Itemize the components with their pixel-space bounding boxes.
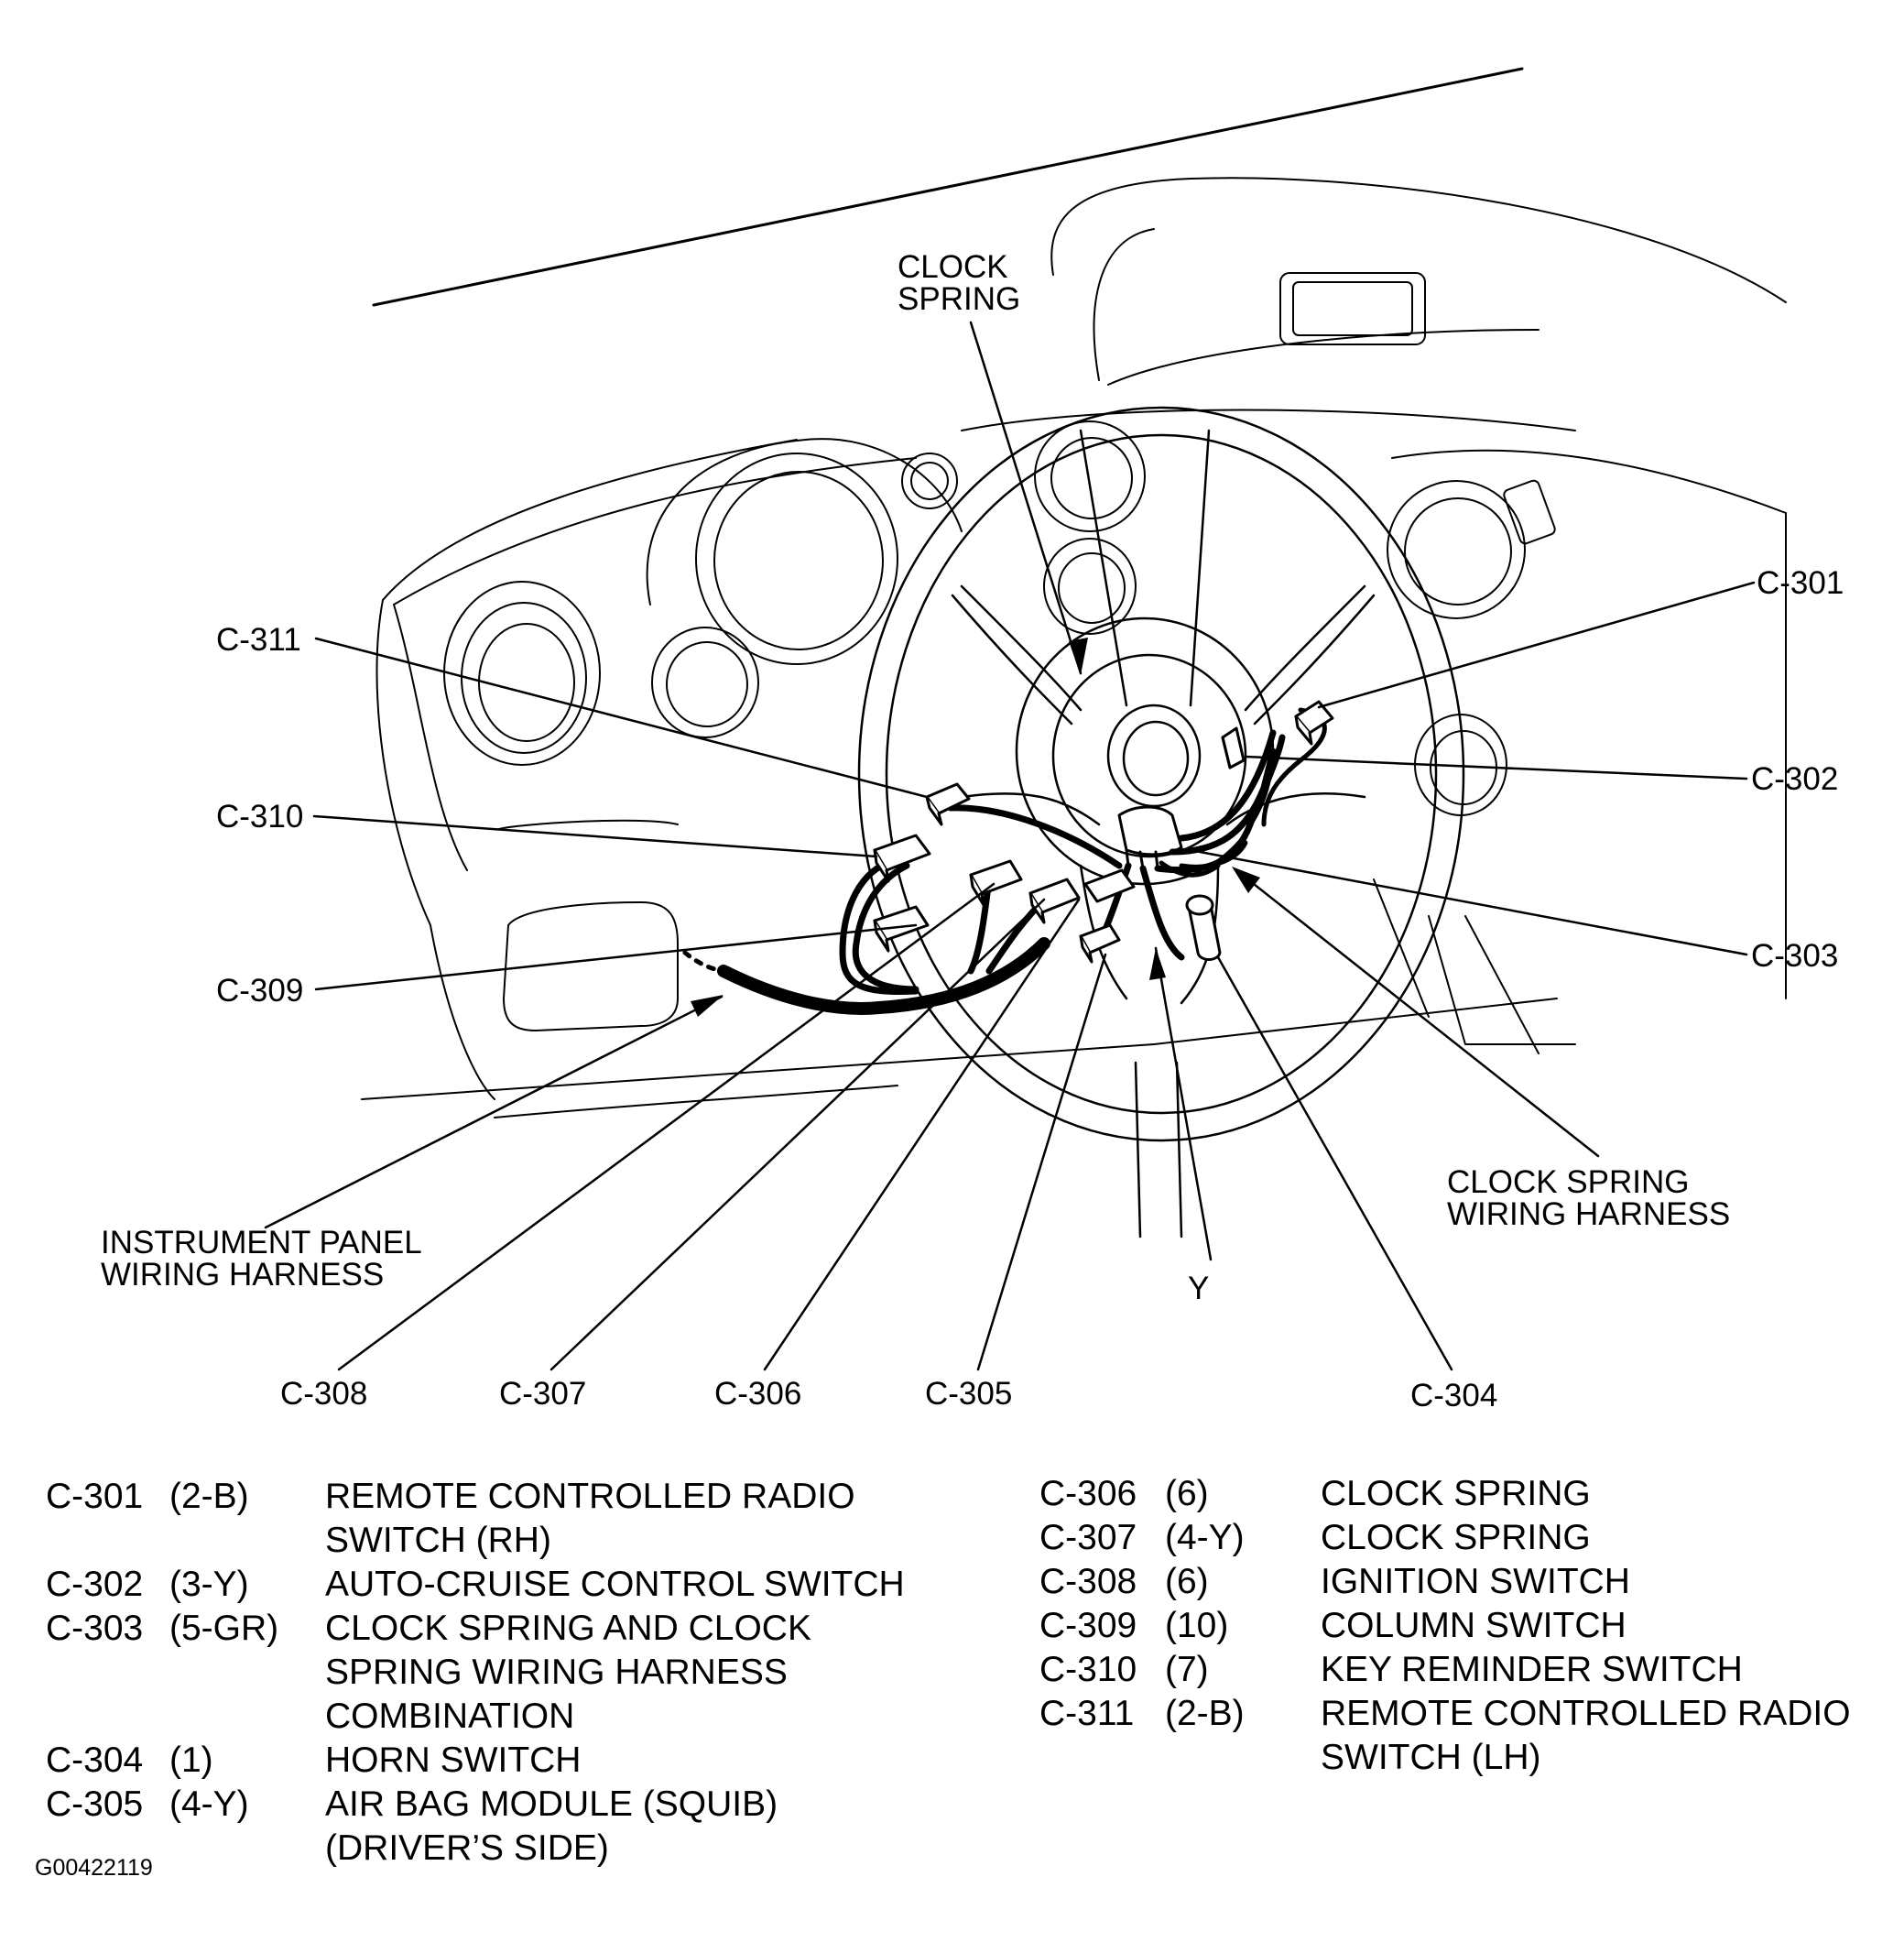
legend-pin: (7) — [1165, 1650, 1209, 1689]
connector-c310 — [873, 834, 931, 883]
callout-y: Y — [1188, 1271, 1209, 1306]
legend-row-c306: C-306 (6) CLOCK SPRING — [1039, 1472, 1900, 1516]
connector-c305 — [1079, 923, 1121, 964]
legend-pin: (6) — [1165, 1474, 1209, 1513]
legend-code: C-310 — [1039, 1650, 1137, 1689]
right-gauge — [1387, 479, 1556, 619]
connector-c309 — [873, 905, 930, 953]
legend-pin: (4-Y) — [169, 1784, 249, 1824]
connector-c302 — [1221, 726, 1246, 769]
callout-c302: C-302 — [1751, 761, 1838, 797]
instrument-cluster — [646, 420, 1146, 738]
legend-pin: (4-Y) — [1165, 1518, 1245, 1557]
legend-row-c307: C-307 (4-Y) CLOCK SPRING — [1039, 1516, 1900, 1560]
legend-pin: (10) — [1165, 1606, 1229, 1645]
legend-desc: COLUMN SWITCH — [1321, 1606, 1627, 1645]
dashboard-outline — [361, 409, 1787, 1118]
legend-desc: KEY REMINDER SWITCH — [1321, 1650, 1743, 1689]
legend-code: C-308 — [1039, 1562, 1137, 1601]
legend-row-c309: C-309 (10) COLUMN SWITCH — [1039, 1604, 1900, 1648]
legend-pin: (2-B) — [169, 1477, 249, 1516]
callout-clock-spring-2: SPRING — [898, 281, 1020, 317]
connector-legend-right: C-306 (6) CLOCK SPRING C-307 (4-Y) CLOCK… — [1039, 1472, 1900, 1780]
callout-cs-harness-1: CLOCK SPRING — [1447, 1164, 1690, 1200]
steering-wheel — [857, 406, 1465, 1238]
callout-ip-harness-1: INSTRUMENT PANEL — [101, 1225, 422, 1260]
callout-c301: C-301 — [1757, 565, 1844, 601]
legend-pin: (1) — [169, 1740, 213, 1780]
callout-c307: C-307 — [499, 1376, 586, 1412]
callout-c309: C-309 — [216, 973, 303, 1009]
legend-code: C-309 — [1039, 1606, 1137, 1645]
legend-desc: IGNITION SWITCH — [1321, 1562, 1630, 1601]
callout-c304: C-304 — [1410, 1378, 1497, 1413]
windshield-edge — [372, 67, 1524, 307]
callout-c308: C-308 — [280, 1376, 367, 1412]
legend-row-c302: C-302 (3-Y) AUTO-CRUISE CONTROL SWITCH — [46, 1563, 998, 1607]
callout-c303: C-303 — [1751, 938, 1838, 974]
connector-c301 — [1294, 700, 1334, 746]
callout-c305: C-305 — [925, 1376, 1012, 1412]
legend-code: C-306 — [1039, 1474, 1137, 1513]
ip-harness-taper — [682, 950, 726, 974]
clock-spring-connector — [1117, 805, 1183, 870]
legend-code: C-305 — [46, 1784, 144, 1824]
legend-desc: CLOCK SPRING — [1321, 1518, 1591, 1557]
legend-pin: (5-GR) — [169, 1609, 279, 1648]
legend-code: C-307 — [1039, 1518, 1137, 1557]
legend-desc: CLOCK SPRING — [1321, 1474, 1591, 1513]
legend-desc: AUTO-CRUISE CONTROL SWITCH — [325, 1565, 905, 1604]
legend-row-c308: C-308 (6) IGNITION SWITCH — [1039, 1560, 1900, 1604]
dashboard-wiring-diagram: CLOCK SPRING C-301 C-302 C-303 C-304 C-3… — [101, 67, 1844, 1413]
legend-code: C-304 — [46, 1740, 144, 1780]
connector-c311 — [925, 782, 971, 826]
legend-code: C-301 — [46, 1477, 144, 1516]
legend-code: C-302 — [46, 1565, 144, 1604]
arrowheads — [691, 638, 1260, 1017]
connector-c306 — [1083, 868, 1136, 903]
instrument-hood — [1050, 177, 1787, 386]
legend-code: C-303 — [46, 1609, 144, 1648]
ip-harness-bundle — [717, 937, 1050, 1015]
figure-id: G00422119 — [35, 1855, 153, 1881]
connector-c307 — [1028, 878, 1081, 924]
callout-c306: C-306 — [714, 1376, 801, 1412]
legend-desc: AIR BAG MODULE (SQUIB)(DRIVER’S SIDE) — [325, 1784, 778, 1868]
callout-c311: C-311 — [216, 622, 301, 658]
legend-desc: HORN SWITCH — [325, 1740, 582, 1780]
ignition-key-cylinder — [1185, 894, 1222, 961]
legend-row-c305: C-305 (4-Y) AIR BAG MODULE (SQUIB)(DRIVE… — [46, 1783, 998, 1871]
callout-c310: C-310 — [216, 799, 303, 835]
legend-row-c304: C-304 (1) HORN SWITCH — [46, 1739, 998, 1783]
legend-pin: (2-B) — [1165, 1694, 1245, 1733]
callout-clock-spring-1: CLOCK — [898, 249, 1008, 285]
callout-ip-harness-2: WIRING HARNESS — [101, 1257, 384, 1293]
left-round-vent — [443, 581, 601, 766]
legend-code: C-311 — [1039, 1694, 1135, 1733]
callout-cs-harness-2: WIRING HARNESS — [1447, 1196, 1730, 1232]
legend-pin: (6) — [1165, 1562, 1209, 1601]
legend-pin: (3-Y) — [169, 1565, 249, 1604]
legend-row-c310: C-310 (7) KEY REMINDER SWITCH — [1039, 1648, 1900, 1692]
lower-dash-panel — [498, 819, 679, 1031]
connector-c308 — [969, 859, 1023, 907]
leader-lines — [264, 321, 1756, 1371]
